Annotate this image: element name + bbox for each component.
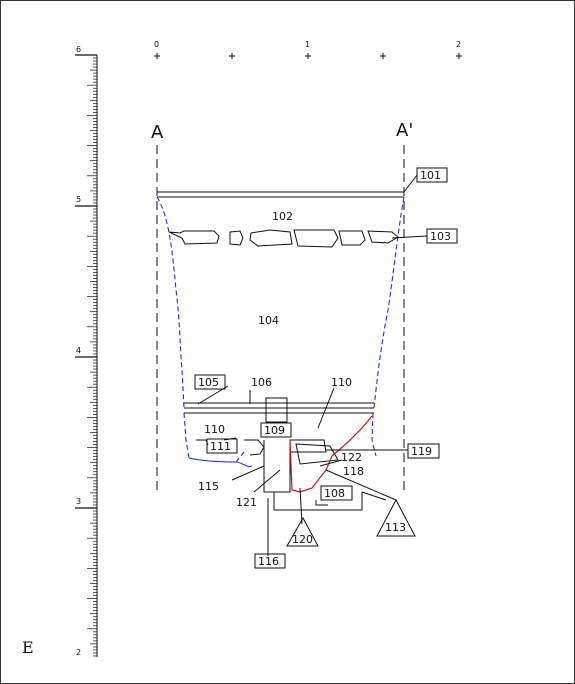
context-111-label: 111	[210, 440, 231, 453]
context-104-label: 104	[258, 314, 279, 327]
vertical-tick-label-2: 2	[76, 648, 81, 657]
context-101-surface	[157, 191, 404, 198]
context-103-stones	[168, 229, 399, 248]
scale-crosses	[154, 53, 462, 59]
triangle-markers	[286, 498, 416, 547]
corner-letter: E	[22, 638, 34, 657]
context-119-label: 119	[411, 445, 432, 458]
section-end-label: A'	[396, 120, 413, 141]
horizontal-scale: 0 1 2	[154, 40, 462, 59]
context-101-label: 101	[420, 169, 441, 182]
vertical-tick-label-3: 3	[76, 497, 81, 506]
context-108-label: 108	[324, 487, 345, 500]
context-115-label: 115	[198, 480, 219, 493]
vertical-tick-label-5: 5	[76, 195, 81, 204]
context-106-label: 106	[251, 376, 272, 389]
context-102-label: 102	[272, 210, 293, 223]
context-121-label: 121	[236, 496, 257, 509]
horizontal-tick-label-0: 0	[154, 40, 159, 49]
vertical-scale-ticks	[75, 54, 97, 657]
cut-outline	[156, 196, 405, 467]
context-110-label-lower: 110	[204, 423, 225, 436]
context-106-layer	[184, 402, 374, 414]
context-116-label: 116	[258, 555, 279, 568]
vertical-scale: 6 5 4 3 2	[75, 45, 98, 657]
marker-120-triangle	[286, 516, 319, 547]
marker-113-triangle	[376, 498, 416, 537]
section-start-label: A	[151, 122, 164, 143]
vertical-tick-label-6: 6	[76, 45, 81, 54]
context-109-label: 109	[264, 424, 285, 437]
horizontal-tick-label-1: 1	[305, 40, 310, 49]
context-105-label: 105	[198, 376, 219, 389]
horizontal-tick-label-2: 2	[456, 40, 461, 49]
context-118-label: 118	[343, 465, 364, 478]
label-boxes	[194, 167, 458, 569]
context-122-label: 122	[341, 451, 362, 464]
context-110-label-upper: 110	[331, 376, 352, 389]
vertical-tick-label-4: 4	[76, 346, 81, 355]
context-120-label: 120	[292, 533, 313, 546]
context-113-label: 113	[385, 521, 406, 534]
context-103-label: 103	[430, 230, 451, 243]
